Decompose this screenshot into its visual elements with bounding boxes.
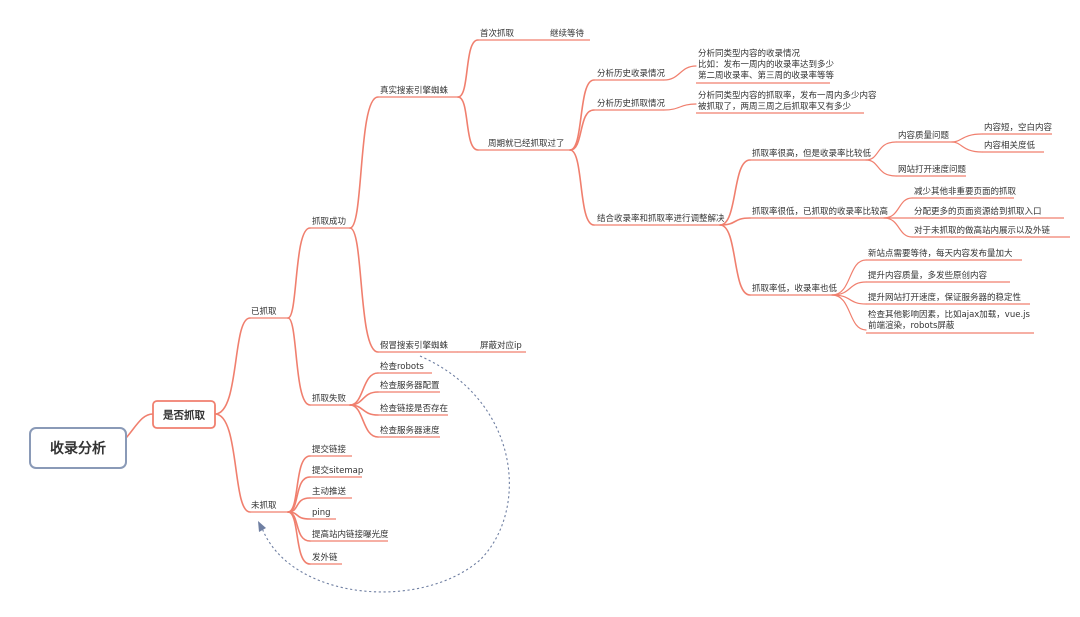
node-history-index[interactable]: 分析历史收录情况 bbox=[597, 68, 666, 79]
node-keep-waiting[interactable]: 继续等待 bbox=[550, 28, 585, 39]
node-improve-quality[interactable]: 提升内容质量，多发些原创内容 bbox=[868, 270, 988, 281]
relation-arrow bbox=[258, 355, 510, 593]
node-low-relevance[interactable]: 内容相关度低 bbox=[984, 140, 1036, 151]
level1-label: 是否抓取 bbox=[162, 409, 205, 422]
node-high-crawl-low-index[interactable]: 抓取率很高，但是收录率比较低 bbox=[752, 148, 872, 159]
branch-lines bbox=[117, 39, 983, 565]
node-site-speed[interactable]: 网站打开速度问题 bbox=[898, 164, 967, 175]
node-check-server-speed[interactable]: 检查服务器速度 bbox=[380, 425, 440, 436]
node-block-ip[interactable]: 屏蔽对应ip bbox=[480, 340, 522, 351]
arrowhead-icon bbox=[258, 521, 266, 532]
node-fake-spider[interactable]: 假冒搜索引擎蜘蛛 bbox=[380, 340, 449, 351]
node-both-low[interactable]: 抓取率低，收录率也低 bbox=[752, 283, 838, 294]
node-active-push[interactable]: 主动推送 bbox=[312, 486, 347, 497]
node-history-crawl-line-1[interactable]: 分析同类型内容的抓取率，发布一周内多少内容 bbox=[698, 90, 877, 101]
node-history-index-line-1[interactable]: 分析同类型内容的收录情况 bbox=[698, 48, 801, 59]
node-external-links[interactable]: 发外链 bbox=[312, 552, 338, 563]
node-allocate-resources[interactable]: 分配更多的页面资源给到抓取入口 bbox=[914, 206, 1042, 217]
node-improve-speed[interactable]: 提升网站打开速度，保证服务器的稳定性 bbox=[868, 292, 1022, 303]
node-labels: 已抓取 未抓取 抓取成功 抓取失败 真实搜索引擎蜘蛛 假冒搜索引擎蜘蛛 首次抓取… bbox=[251, 28, 1053, 563]
node-content-quality[interactable]: 内容质量问题 bbox=[898, 130, 950, 141]
node-submit-sitemap[interactable]: 提交sitemap bbox=[312, 465, 363, 476]
node-history-index-line-3[interactable]: 第二周收录率、第三周的收录率等等 bbox=[698, 70, 835, 81]
node-check-factors-wrap: 检查其他影响因素，比如ajax加载，vue.js前端渲染，robots屏蔽 bbox=[868, 310, 1030, 331]
root-node[interactable]: 收录分析 bbox=[29, 427, 127, 469]
node-history-index-line-2[interactable]: 比如：发布一周内的收录率达到多少 bbox=[698, 59, 835, 70]
node-first-crawl[interactable]: 首次抓取 bbox=[480, 28, 515, 39]
node-submit-link[interactable]: 提交链接 bbox=[312, 444, 347, 455]
node-combine[interactable]: 结合收录率和抓取率进行调整解决 bbox=[597, 213, 725, 224]
node-history-crawl[interactable]: 分析历史抓取情况 bbox=[597, 98, 666, 109]
node-check-link-exists[interactable]: 检查链接是否存在 bbox=[380, 403, 448, 414]
node-underlines bbox=[250, 39, 1070, 565]
node-history-crawl-line-2[interactable]: 被抓取了，两周三周之后抓取率又有多少 bbox=[698, 101, 852, 112]
node-uncrawled-exposure[interactable]: 对于未抓取的做高站内展示以及外链 bbox=[914, 225, 1051, 236]
node-check-server-config[interactable]: 检查服务器配置 bbox=[380, 380, 440, 391]
level1-node[interactable]: 是否抓取 bbox=[152, 400, 216, 429]
node-short-content[interactable]: 内容短，空白内容 bbox=[984, 122, 1053, 133]
node-reduce-crawl[interactable]: 减少其他非重要页面的抓取 bbox=[914, 186, 1017, 197]
node-check-robots[interactable]: 检查robots bbox=[380, 361, 424, 372]
node-crawl-success[interactable]: 抓取成功 bbox=[312, 216, 346, 227]
node-not-crawled[interactable]: 未抓取 bbox=[251, 500, 277, 511]
node-internal-link-exposure[interactable]: 提高站内链接曝光度 bbox=[312, 529, 389, 540]
node-low-crawl-high-index[interactable]: 抓取率很低，已抓取的收录率比较高 bbox=[752, 206, 888, 217]
node-real-spider[interactable]: 真实搜索引擎蜘蛛 bbox=[380, 85, 449, 96]
node-new-site-wait[interactable]: 新站点需要等待，每天内容发布量加大 bbox=[868, 248, 1013, 259]
node-ping[interactable]: ping bbox=[312, 508, 331, 518]
node-crawl-fail[interactable]: 抓取失败 bbox=[312, 393, 347, 404]
node-crawled[interactable]: 已抓取 bbox=[251, 306, 277, 317]
node-check-factors[interactable]: 检查其他影响因素，比如ajax加载，vue.js前端渲染，robots屏蔽 bbox=[868, 310, 1030, 331]
node-crawled-cycle[interactable]: 周期就已经抓取过了 bbox=[488, 138, 565, 149]
root-label: 收录分析 bbox=[50, 440, 106, 457]
